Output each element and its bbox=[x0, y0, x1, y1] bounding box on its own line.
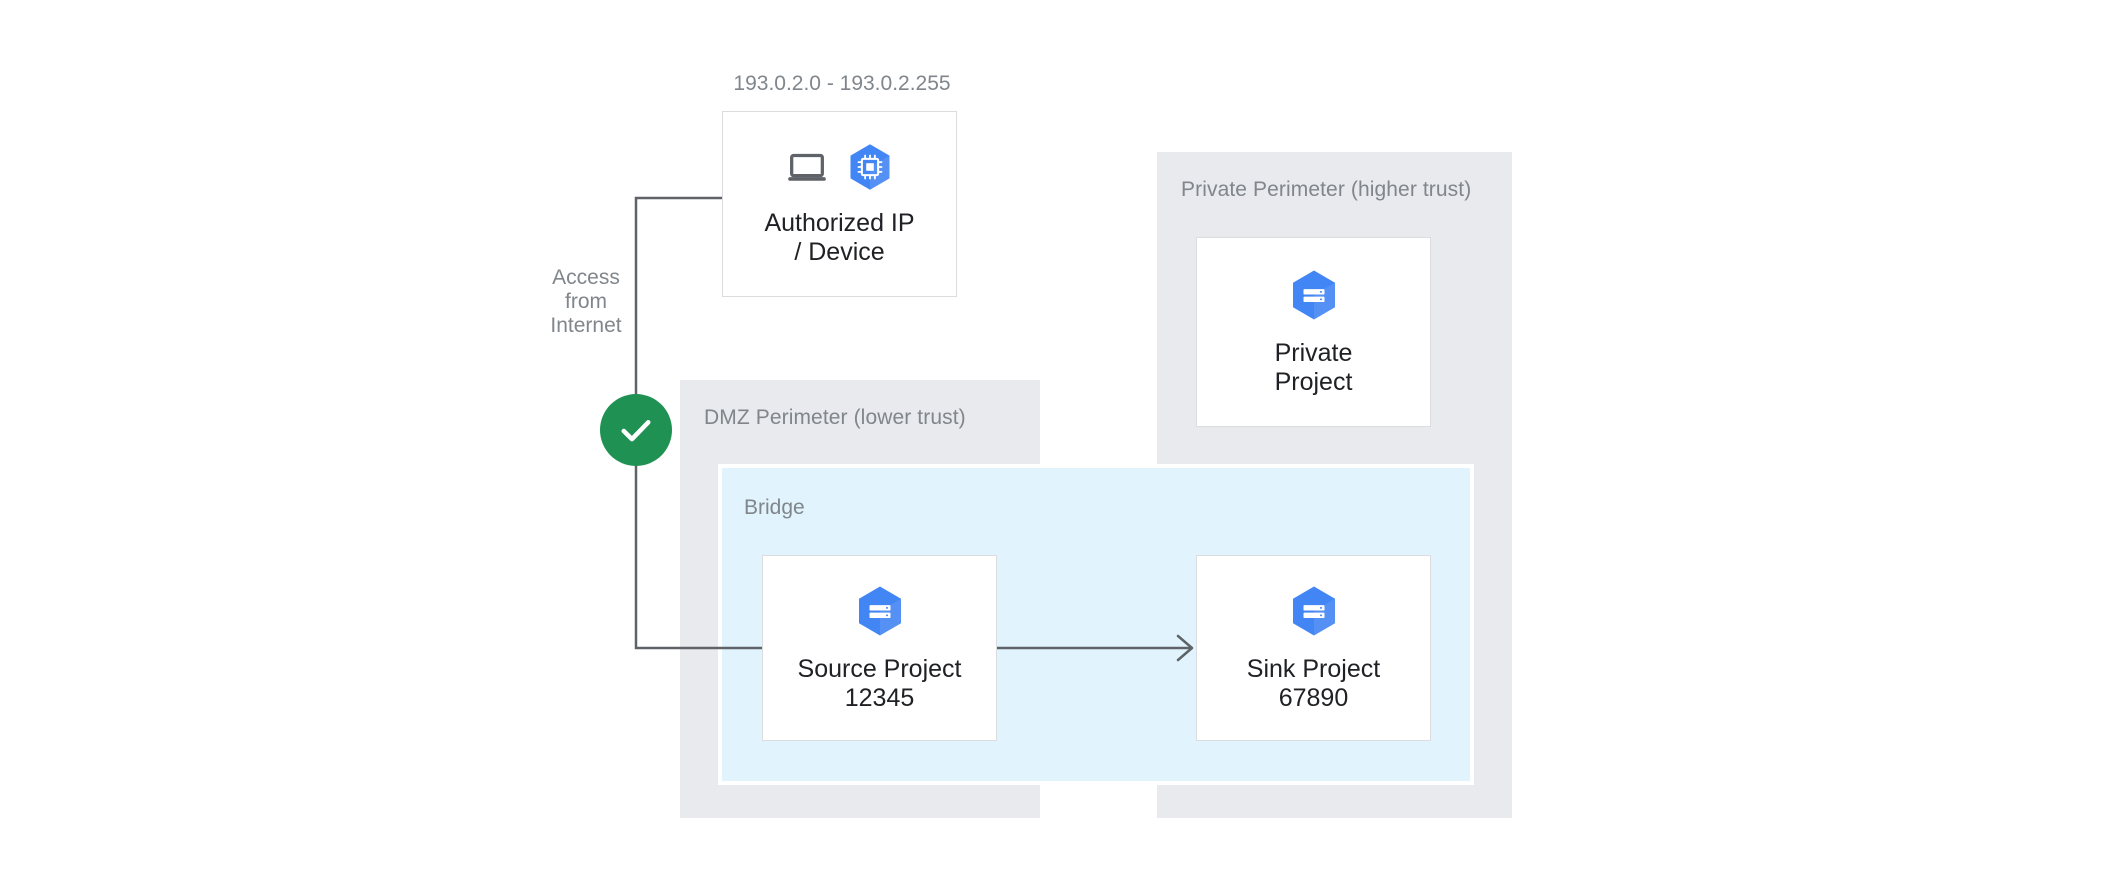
node-source-project-label: Source Project 12345 bbox=[797, 655, 962, 712]
node-sink-project[interactable]: Sink Project 67890 bbox=[1196, 555, 1431, 741]
node-authorized-device-label: Authorized IP / Device bbox=[764, 209, 915, 266]
bridge-label: Bridge bbox=[744, 496, 805, 519]
node-authorized-device-icons bbox=[784, 141, 896, 193]
perimeter-private-label: Private Perimeter (higher trust) bbox=[1181, 178, 1472, 201]
node-source-project-icons bbox=[852, 583, 908, 639]
node-private-project[interactable]: Private Project bbox=[1196, 237, 1431, 427]
node-authorized-device[interactable]: Authorized IP / Device bbox=[722, 111, 957, 297]
node-private-project-label: Private Project bbox=[1274, 339, 1353, 396]
project-icon bbox=[1292, 586, 1335, 636]
node-source-project[interactable]: Source Project 12345 bbox=[762, 555, 997, 741]
project-icon bbox=[1292, 270, 1335, 320]
node-sink-project-label: Sink Project 67890 bbox=[1246, 655, 1381, 712]
perimeter-dmz-label: DMZ Perimeter (lower trust) bbox=[704, 406, 966, 429]
node-private-project-icons bbox=[1286, 267, 1342, 323]
laptop-icon bbox=[787, 153, 826, 181]
project-icon bbox=[858, 586, 901, 636]
node-sink-project-icons bbox=[1286, 583, 1342, 639]
ip-range-caption: 193.0.2.0 - 193.0.2.255 bbox=[733, 72, 951, 95]
access-from-internet-label: Access from Internet bbox=[550, 266, 622, 337]
checkmark-icon bbox=[621, 420, 651, 442]
compute-engine-icon bbox=[850, 144, 889, 190]
allow-badge bbox=[600, 394, 672, 466]
